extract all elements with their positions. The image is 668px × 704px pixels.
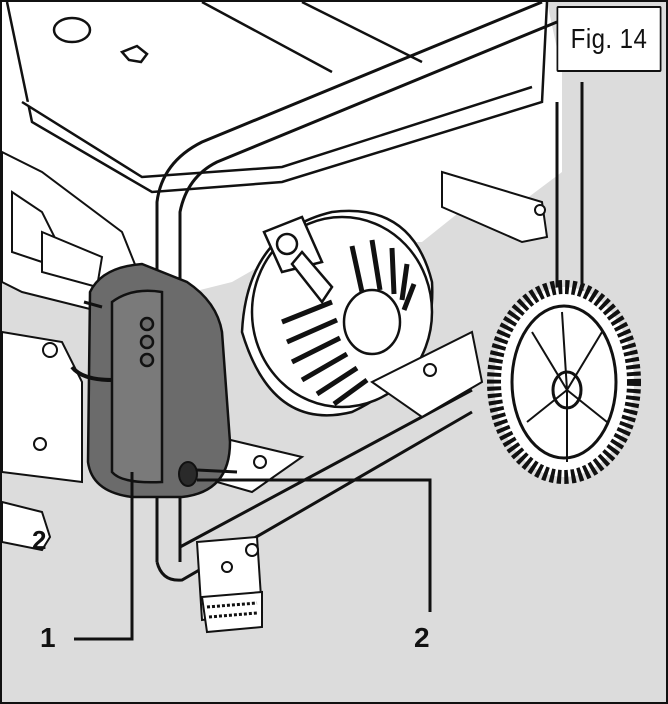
drain-plug <box>178 461 238 487</box>
foot <box>195 535 264 634</box>
callout-2-left-partial: 2 <box>32 525 47 555</box>
callout-2-drain-plug: 2 <box>414 622 430 653</box>
wheel <box>487 280 641 484</box>
top-cover <box>5 2 549 194</box>
callout-1-fuel-tank: 1 <box>40 622 56 653</box>
fuel-tank <box>70 262 232 499</box>
engine-left <box>2 150 144 552</box>
frame-tube <box>155 2 584 582</box>
recoil-starter <box>240 209 434 417</box>
figure-label: Fig. 14 <box>556 6 662 72</box>
leader-lines <box>74 472 432 641</box>
